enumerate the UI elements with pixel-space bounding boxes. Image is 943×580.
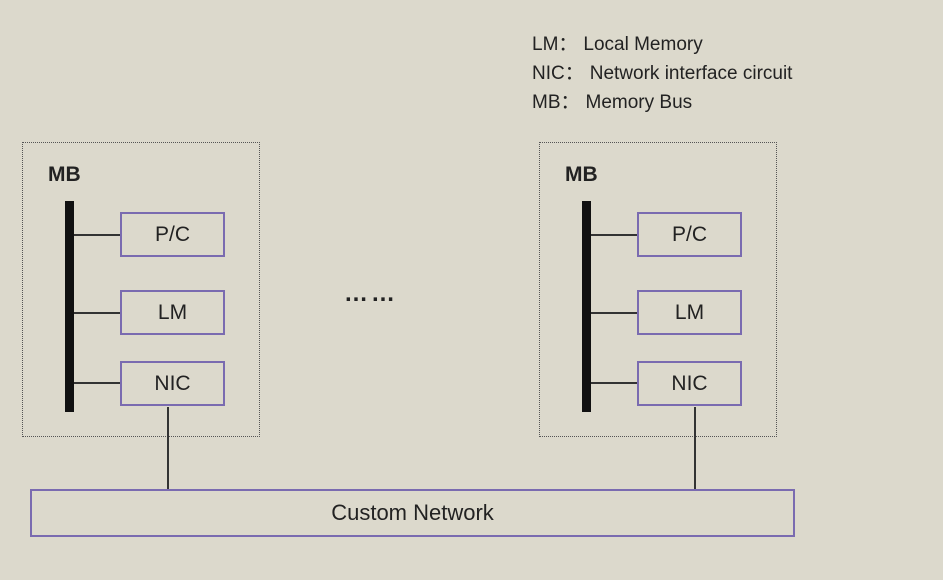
processor-box: P/C [637, 212, 742, 257]
memory-bus [582, 201, 591, 412]
bus-connector [74, 382, 120, 384]
bus-connector [591, 234, 637, 236]
bus-connector [591, 312, 637, 314]
legend-abbr: NIC： [532, 63, 584, 84]
nic-network-link-right [694, 407, 696, 489]
memory-bus-label: MB [565, 163, 598, 186]
bus-connector [74, 234, 120, 236]
legend-text: Memory Bus [585, 92, 693, 113]
nic-box: NIC [120, 361, 225, 406]
processor-box: P/C [120, 212, 225, 257]
ellipsis: …… [344, 280, 398, 307]
legend-item-lm: LM：Local Memory [532, 30, 792, 59]
legend-text: Local Memory [583, 34, 703, 55]
legend-text: Network interface circuit [589, 63, 793, 84]
legend-abbr: LM： [532, 34, 578, 55]
nic-box: NIC [637, 361, 742, 406]
local-memory-box: LM [120, 290, 225, 335]
custom-network-box: Custom Network [30, 489, 795, 537]
node-right: MB P/C LM NIC [539, 142, 777, 437]
legend-item-mb: MB：Memory Bus [532, 88, 792, 117]
memory-bus-label: MB [48, 163, 81, 186]
local-memory-box: LM [637, 290, 742, 335]
legend-item-nic: NIC：Network interface circuit [532, 59, 792, 88]
legend-abbr: MB： [532, 92, 580, 113]
bus-connector [74, 312, 120, 314]
legend: LM：Local Memory NIC：Network interface ci… [532, 30, 792, 117]
node-left: MB P/C LM NIC [22, 142, 260, 437]
nic-network-link-left [167, 407, 169, 489]
memory-bus [65, 201, 74, 412]
bus-connector [591, 382, 637, 384]
